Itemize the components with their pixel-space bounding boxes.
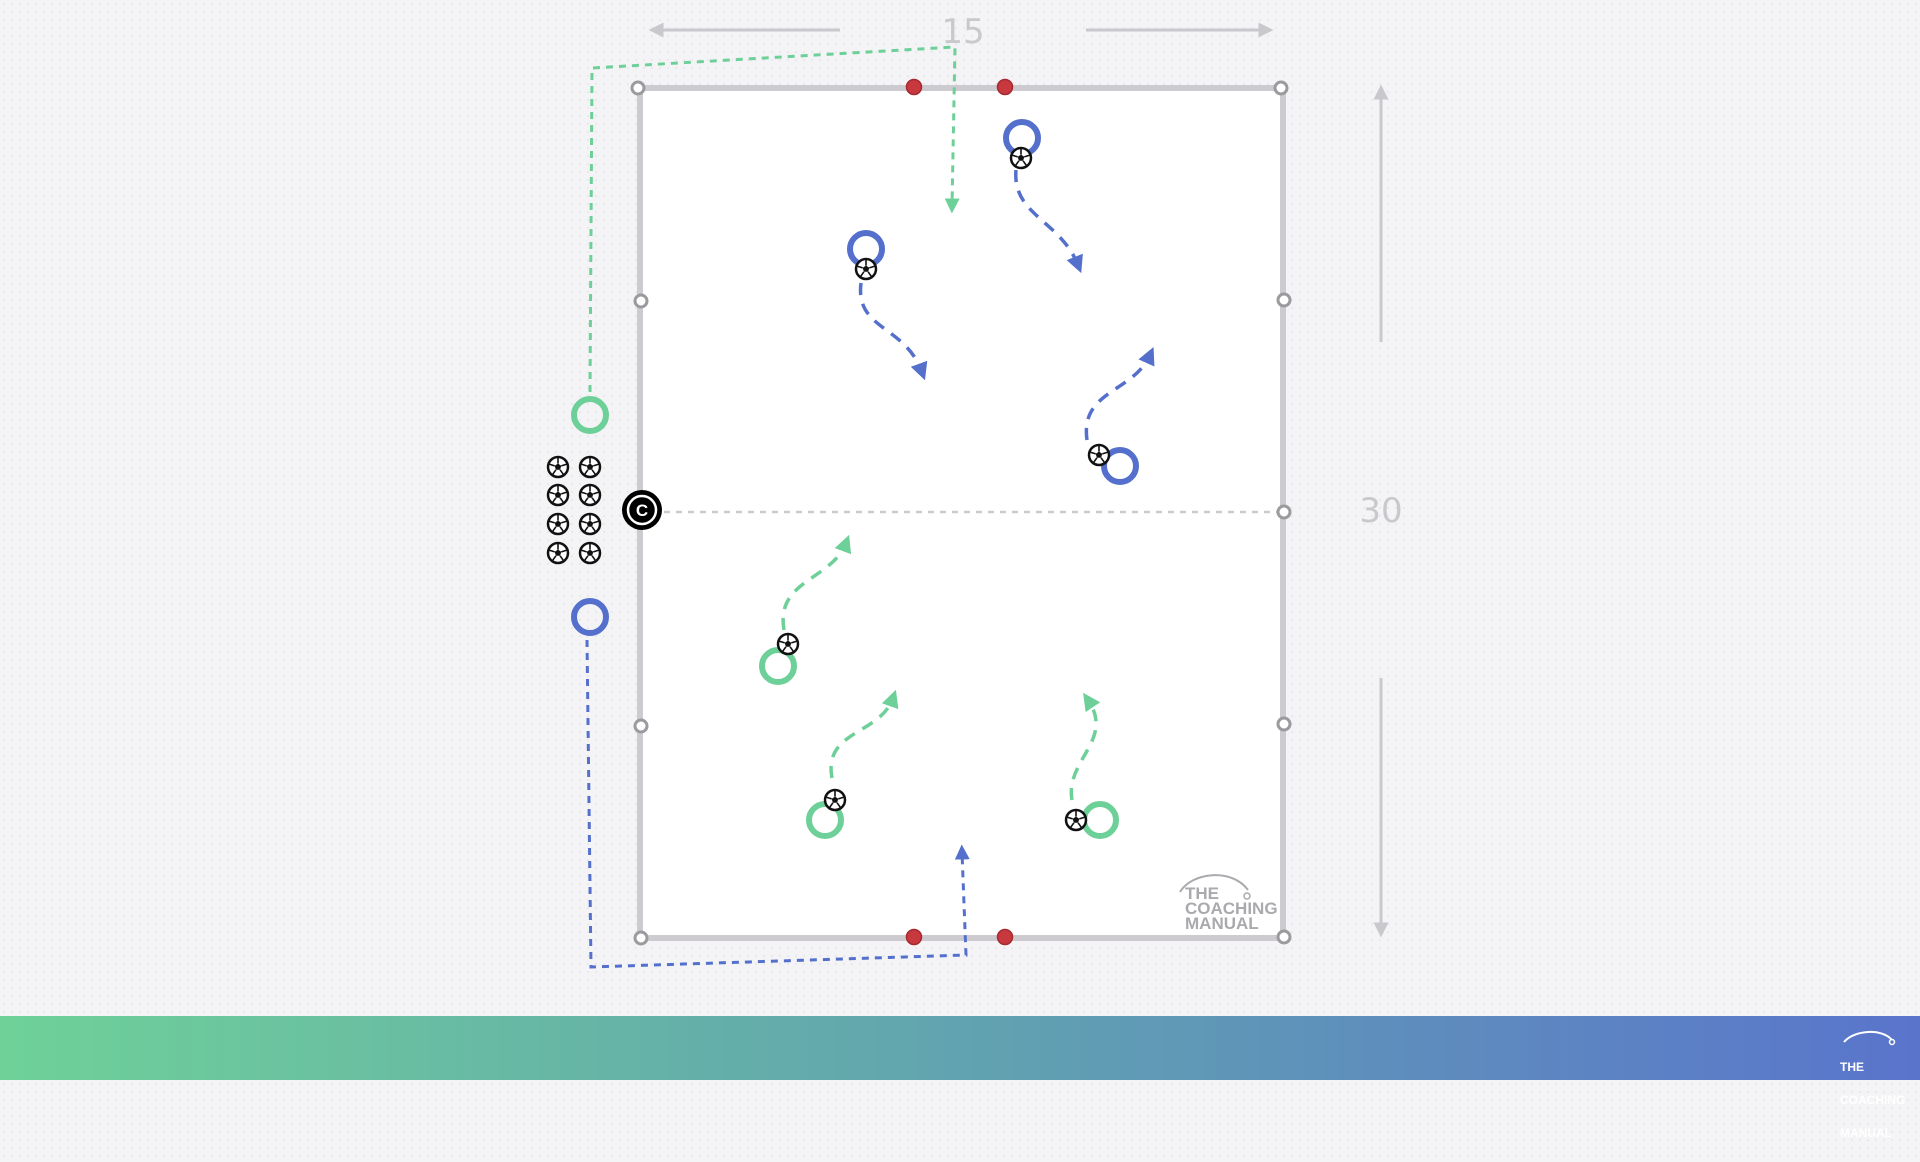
goal-post-top-left: [905, 78, 923, 96]
width-label: 15: [941, 12, 984, 52]
ball-icon: [854, 257, 878, 281]
cone: [1276, 504, 1292, 520]
ball-icon: [578, 455, 602, 479]
field-boundary: [637, 85, 1286, 941]
watermark-line-1: THE: [1185, 884, 1219, 903]
ball-icon: [578, 541, 602, 565]
goal-post-top-right: [996, 78, 1014, 96]
green-player-2: [806, 689, 899, 839]
ball-icon: [1064, 808, 1088, 832]
ball-icon: [823, 788, 847, 812]
cone: [1276, 292, 1292, 308]
goal-markers: [905, 78, 1014, 946]
player-ring: [1101, 447, 1139, 485]
green-waiting-player: [571, 396, 609, 434]
ball-icon: [546, 455, 570, 479]
ball-icon: [1087, 443, 1111, 467]
dribble-path: [858, 282, 928, 381]
blue-player-3: [1084, 347, 1155, 485]
dribble-path: [1069, 692, 1101, 801]
watermark-line-3: MANUAL: [1185, 914, 1259, 933]
drill-diagram: 15 30: [546, 12, 1403, 969]
watermark-line-2: COACHING: [1185, 899, 1278, 918]
footer-logo: THE COACHING MANUAL: [1838, 1026, 1908, 1139]
cone: [1276, 929, 1292, 945]
green-player-1: [759, 534, 852, 685]
length-label: 30: [1359, 491, 1402, 531]
ball-icon: [546, 541, 570, 565]
footer-logo-line-1: THE: [1840, 1060, 1864, 1074]
cone: [633, 718, 649, 734]
spare-balls: [546, 455, 602, 565]
cone: [1276, 716, 1292, 732]
coach-marker: C: [622, 490, 662, 530]
dribble-path: [829, 689, 899, 779]
watermark-arc-icon: [1179, 874, 1249, 893]
footer-logo-line-2: COACHING: [1840, 1093, 1906, 1107]
player-ring: [759, 647, 797, 685]
green-player-3: [1064, 692, 1119, 839]
coaching-manual-watermark: THE COACHING MANUAL: [1179, 874, 1278, 933]
goal-post-bottom-right: [996, 928, 1014, 946]
blue-player-2: [847, 230, 928, 381]
ball-icon: [1009, 146, 1033, 170]
coach-label: C: [636, 501, 648, 520]
green-entry-path: [588, 45, 960, 393]
ball-icon: [578, 483, 602, 507]
cone: [633, 293, 649, 309]
goal-post-bottom-left: [905, 928, 923, 946]
width-dimension: 15: [648, 12, 1274, 52]
cone: [633, 930, 649, 946]
ball-icon: [776, 632, 800, 656]
boundary-cones: [630, 80, 1292, 946]
logo-arc-icon: [1843, 1031, 1896, 1046]
length-dimension: 30: [1359, 84, 1403, 938]
ball-icon: [578, 512, 602, 536]
cone: [630, 80, 646, 96]
blue-player-1: [1003, 119, 1083, 274]
ball-icon: [546, 512, 570, 536]
footer-logo-line-3: MANUAL: [1840, 1126, 1892, 1140]
blue-waiting-player: [571, 598, 609, 636]
cone: [1273, 80, 1289, 96]
ball-icon: [546, 483, 570, 507]
footer-bar: THE COACHING MANUAL: [0, 1016, 1920, 1139]
